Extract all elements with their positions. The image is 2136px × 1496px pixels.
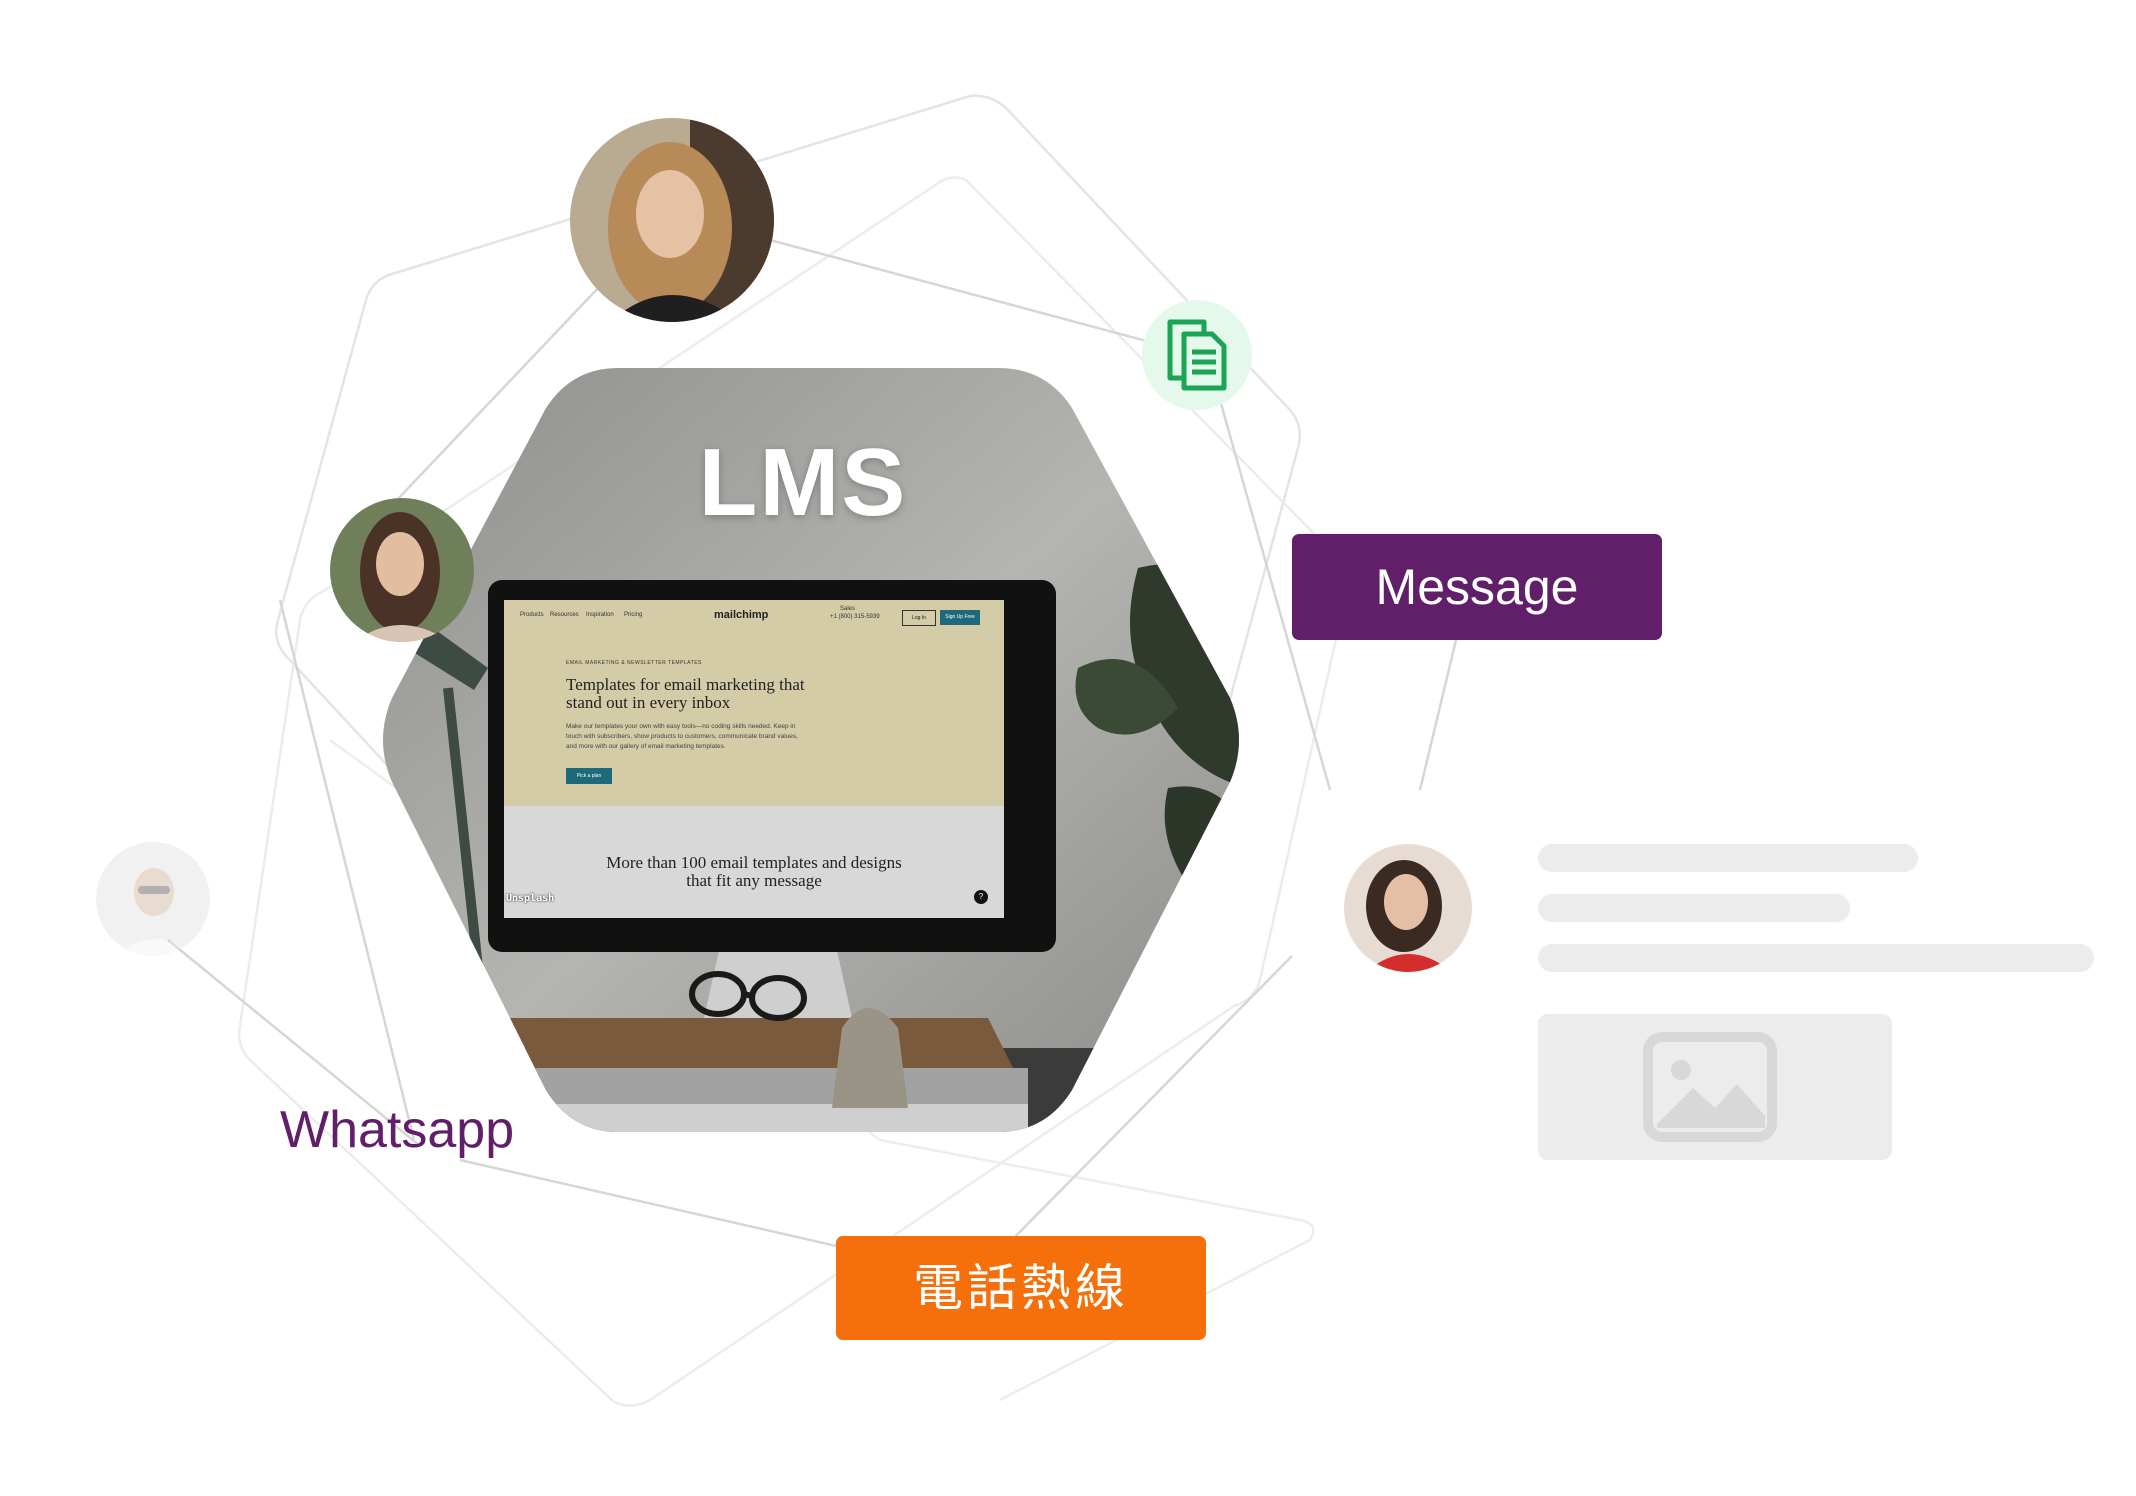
screen-body-text: Make our templates your own with easy to…: [566, 723, 798, 750]
screen-kicker: EMAIL MARKETING & NEWSLETTER TEMPLATES: [566, 660, 702, 666]
screen-band-text: More than 100 email templates and design…: [606, 853, 902, 890]
avatar-woman-smiling: [1344, 844, 1472, 972]
screen-band: More than 100 email templates and design…: [504, 806, 1004, 918]
avatar-woman-blonde: [570, 118, 774, 322]
avatar-woman-brunette: [330, 498, 474, 642]
skeleton-line: [1538, 944, 2094, 972]
monitor-screen: Products Resources Inspiration Pricing m…: [504, 600, 1004, 918]
screen-nav-item[interactable]: Inspiration: [586, 612, 614, 618]
screen-signup-button[interactable]: Sign Up Free: [940, 610, 980, 625]
lms-title: LMS: [698, 429, 908, 536]
connector-bottom: [167, 939, 421, 1147]
hotline-button[interactable]: 電話熱線: [836, 1236, 1206, 1340]
lower-orbit: [329, 738, 1315, 1402]
connector-hotline: [459, 1158, 881, 1258]
connector-top: [769, 238, 1151, 344]
screen-headline: Templates for email marketing that stand…: [566, 675, 805, 712]
screen-logo: mailchimp: [714, 609, 769, 621]
image-placeholder-icon: [1643, 1032, 1777, 1142]
screen-nav: Products Resources Inspiration Pricing m…: [504, 600, 1004, 630]
skeleton-line: [1538, 894, 1850, 922]
screen-sales-label: Sales: [840, 606, 856, 612]
screen-sales-phone[interactable]: +1 (800) 315-5939: [830, 614, 880, 620]
screen-nav-item[interactable]: Pricing: [624, 612, 643, 618]
screen-login-button[interactable]: Log In: [902, 610, 936, 626]
connector-right: [1003, 955, 1293, 1249]
connector-message: [1418, 639, 1458, 791]
screen-cta-button[interactable]: Pick a plan: [566, 768, 612, 784]
skeleton-line: [1538, 844, 1918, 872]
screen-nav-item[interactable]: Products: [520, 612, 544, 618]
message-button[interactable]: Message: [1292, 534, 1662, 640]
unsplash-watermark: Unsplash: [506, 893, 555, 904]
help-icon[interactable]: ?: [974, 890, 988, 904]
whatsapp-label: Whatsapp: [280, 1101, 515, 1159]
connector-doc: [1218, 399, 1332, 791]
skeleton-image-card: [1538, 1014, 1892, 1160]
avatar-faded: [96, 842, 210, 956]
screen-nav-item[interactable]: Resources: [550, 612, 579, 618]
document-copy-icon[interactable]: [1142, 300, 1252, 410]
connector-whatsapp: [278, 599, 416, 1141]
